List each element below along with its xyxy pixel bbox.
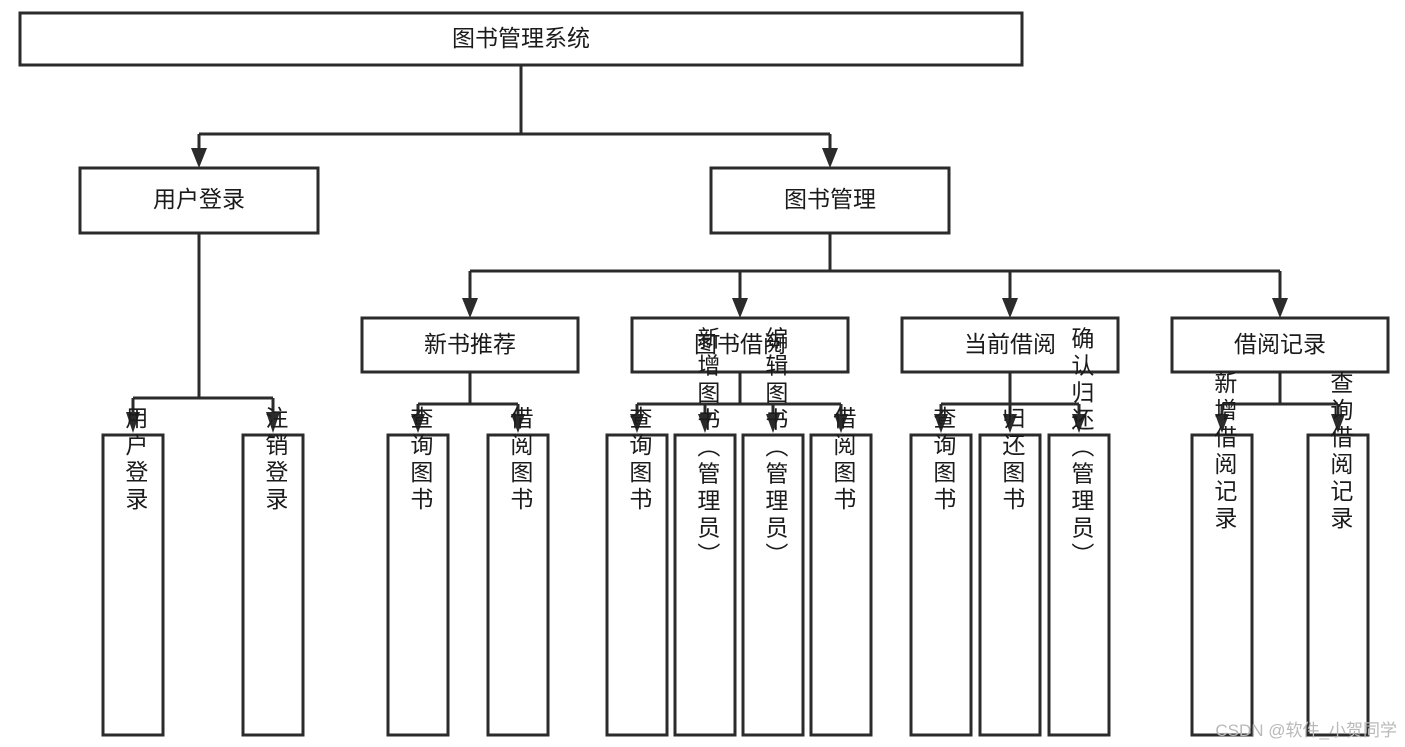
arrow-head-leaf-5 <box>630 414 644 433</box>
leaf-box-borrow-book-1[interactable] <box>486 433 550 737</box>
leaf-node[interactable]: 借阅图书 <box>809 406 873 737</box>
leaf-label-edit-book: 编辑图书（管理员） <box>762 327 789 570</box>
leaf-box-add-book[interactable] <box>673 433 737 737</box>
node-book-management-box[interactable] <box>709 166 951 235</box>
watermark-text: CSDN @软件_小贺同学 <box>1215 721 1397 740</box>
leaf-node[interactable]: 查询图书 <box>605 406 669 737</box>
leaf-node[interactable]: 借阅图书 <box>486 406 550 737</box>
arrow-head-current-borrow <box>1002 298 1018 318</box>
node-root-label: 图书管理系统 <box>452 25 590 51</box>
node-borrow-record[interactable]: 借阅记录 <box>1170 316 1390 374</box>
leaf-box-edit-book[interactable] <box>741 433 805 737</box>
leaf-label-confirm-return: 确认归还（管理员） <box>1068 327 1095 570</box>
leaf-label-query-book-2: 查询图书 <box>626 406 653 514</box>
node-book-borrow-label: 图书借阅 <box>694 331 786 357</box>
leaf-box-query-book-2[interactable] <box>605 433 669 737</box>
node-book-borrow[interactable]: 图书借阅 <box>630 316 850 374</box>
arrow-head-leaf-13 <box>1331 414 1345 433</box>
node-new-book-recommend-box[interactable] <box>360 316 580 374</box>
node-book-borrow-box[interactable] <box>630 316 850 374</box>
arrow-head-leaf-4 <box>511 414 525 433</box>
leaf-label-logout: 注销登录 <box>262 406 289 514</box>
leaf-node[interactable]: 查询图书 <box>909 406 973 737</box>
arrow-head-leaf-7 <box>766 414 780 433</box>
arrow-head-book-manage <box>822 148 838 168</box>
node-user-login-box[interactable] <box>78 166 320 235</box>
node-user-login-label: 用户登录 <box>153 186 245 212</box>
leaf-box-query-record[interactable] <box>1306 433 1370 737</box>
node-root[interactable]: 图书管理系统 <box>18 11 1024 67</box>
leaf-box-logout[interactable] <box>241 433 305 737</box>
leaf-box-user-login[interactable] <box>101 433 165 737</box>
leaf-box-add-record[interactable] <box>1190 433 1254 737</box>
leaf-label-query-book-3: 查询图书 <box>930 406 957 514</box>
node-root-box[interactable] <box>18 11 1024 67</box>
leaf-box-query-book-1[interactable] <box>386 433 450 737</box>
leaf-node[interactable]: 新增借阅记录 <box>1190 371 1254 737</box>
node-book-management[interactable]: 图书管理 <box>709 166 951 235</box>
arrow-head-leaf-10 <box>1003 414 1017 433</box>
leaf-node[interactable]: 查询借阅记录 <box>1306 371 1370 737</box>
node-borrow-record-label: 借阅记录 <box>1234 331 1326 357</box>
leaf-node[interactable]: 查询图书 <box>386 406 450 737</box>
leaf-box-query-book-3[interactable] <box>909 433 973 737</box>
leaf-node[interactable]: 新增图书（管理员） <box>673 327 737 737</box>
leaf-box-return-book[interactable] <box>978 433 1042 737</box>
node-new-book-recommend[interactable]: 新书推荐 <box>360 316 580 374</box>
leaf-label-user-login: 用户登录 <box>122 406 149 514</box>
leaf-node[interactable]: 编辑图书（管理员） <box>741 327 805 737</box>
arrow-head-leaf-6 <box>698 414 712 433</box>
leaf-box-confirm-return[interactable] <box>1047 433 1111 737</box>
leaf-node[interactable]: 归还图书 <box>978 406 1042 737</box>
arrow-head-borrow-record <box>1272 298 1288 318</box>
node-user-login[interactable]: 用户登录 <box>78 166 320 235</box>
arrow-head-leaf-12 <box>1215 414 1229 433</box>
arrow-head-leaf-3 <box>411 414 425 433</box>
leaf-label-query-record: 查询借阅记录 <box>1327 371 1354 533</box>
arrow-head-borrow-book <box>732 298 748 318</box>
node-new-book-recommend-label: 新书推荐 <box>424 331 516 357</box>
leaf-label-return-book: 归还图书 <box>999 406 1026 514</box>
leaf-node[interactable]: 用户登录 <box>101 406 165 737</box>
node-book-management-label: 图书管理 <box>784 186 876 212</box>
arrow-head-user-login <box>191 148 207 168</box>
leaf-node[interactable]: 确认归还（管理员） <box>1047 327 1111 737</box>
leaf-label-query-book-1: 查询图书 <box>407 406 434 514</box>
arrow-head-leaf-8 <box>834 414 848 433</box>
arrow-head-leaf-11 <box>1072 414 1086 433</box>
leaf-box-borrow-book-2[interactable] <box>809 433 873 737</box>
node-borrow-record-box[interactable] <box>1170 316 1390 374</box>
node-current-borrow-label: 当前借阅 <box>964 331 1056 357</box>
arrow-head-leaf-1 <box>126 412 140 433</box>
leaf-label-borrow-book-2: 借阅图书 <box>830 406 857 514</box>
node-current-borrow-box[interactable] <box>900 316 1120 374</box>
leaf-node[interactable]: 注销登录 <box>241 406 305 737</box>
leaf-label-add-book: 新增图书（管理员） <box>694 327 721 570</box>
leaf-label-add-record: 新增借阅记录 <box>1211 371 1238 533</box>
arrow-head-leaf-2 <box>266 412 280 433</box>
node-current-borrow[interactable]: 当前借阅 <box>900 316 1120 374</box>
arrow-head-new-book <box>462 298 478 318</box>
connector-group <box>126 65 1345 433</box>
arrow-head-leaf-9 <box>934 414 948 433</box>
leaf-label-borrow-book-1: 借阅图书 <box>507 406 534 514</box>
